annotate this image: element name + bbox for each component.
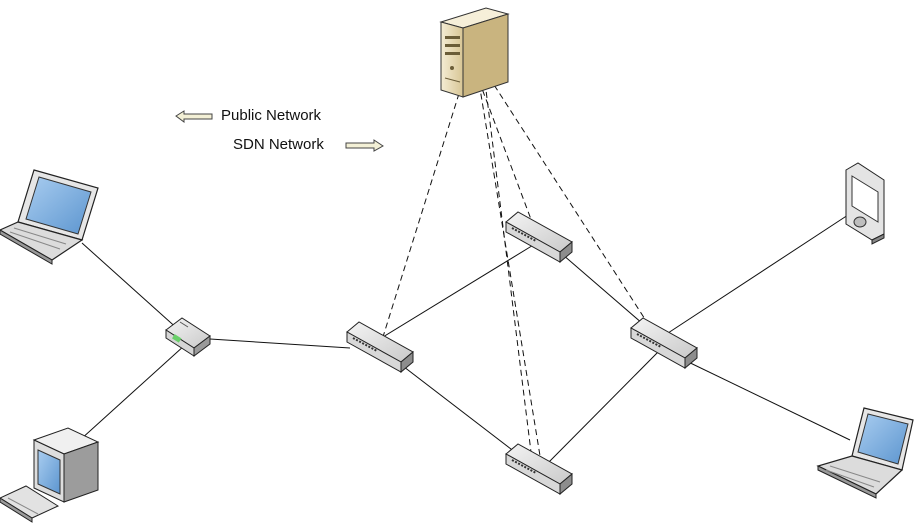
link-laptop-router [81,242,181,332]
link-switch-left-switch-bottom [394,359,521,457]
left-arrow-icon [175,110,213,123]
laptop-icon [816,407,914,499]
pda-icon [845,162,885,245]
legend-public-network: Public Network [221,107,322,124]
switch-icon [346,321,414,374]
link-switch-top-switch-right [554,247,651,331]
link-switch-right-pda [664,214,849,336]
control-link-bottom [484,81,534,469]
control-link-right [477,59,653,331]
link-desktop-router [79,344,186,441]
control-link-left [381,83,463,341]
router-icon [165,317,211,357]
server-icon [439,7,510,98]
right-arrow-icon [345,139,384,152]
switch-icon [505,443,573,496]
link-router-switch-left [209,338,351,349]
control-link-bottom-2 [475,63,543,469]
link-switch-bottom-switch-right [544,347,663,467]
link-switch-right-laptop [679,357,851,441]
desktop-computer-icon [0,427,100,523]
laptop-icon [0,169,99,265]
link-switch-left-switch-top [377,243,536,341]
switch-icon [505,211,573,264]
legend-sdn-network: SDN Network [233,136,324,153]
switch-icon [630,317,698,370]
links-layer [79,59,851,469]
